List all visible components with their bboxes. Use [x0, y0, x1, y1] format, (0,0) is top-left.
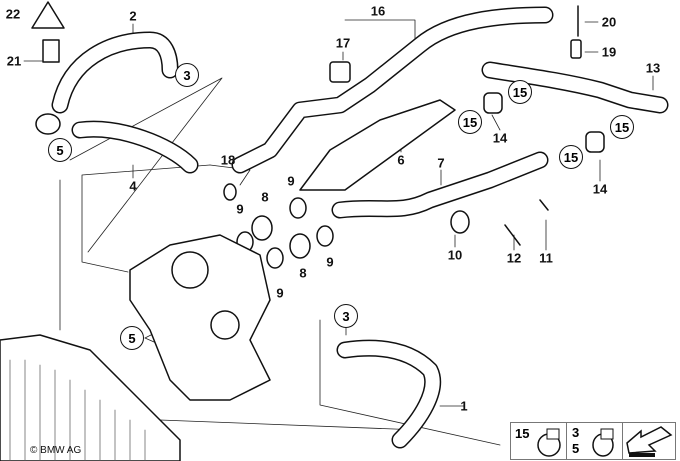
part-label-15-circled: 15	[610, 115, 634, 139]
part-label-9: 9	[326, 254, 334, 270]
legend-label: 5	[572, 441, 580, 456]
part-label-11: 11	[539, 250, 553, 266]
part-label-10: 10	[447, 247, 463, 263]
legend-clamp-15: 15	[511, 423, 567, 459]
part-label-13: 13	[645, 60, 661, 76]
part-label-9: 9	[276, 285, 284, 301]
legend-arrow	[623, 423, 675, 459]
part-label-15-circled: 15	[508, 80, 532, 104]
part-label-6: 6	[397, 152, 405, 168]
direction-arrow-icon	[626, 426, 673, 457]
part-label-14: 14	[492, 130, 508, 146]
part-label-22: 22	[5, 6, 21, 22]
hose-clamp-icon	[537, 428, 561, 457]
part-label-4: 4	[129, 178, 137, 194]
part-label-15-circled: 15	[559, 145, 583, 169]
part-label-16: 16	[370, 3, 386, 19]
part-label-5-circled: 5	[120, 326, 144, 350]
part-label-12: 12	[506, 250, 522, 266]
part-label-3-circled: 3	[334, 304, 358, 328]
clamp-legend: 15 3 5	[510, 422, 676, 460]
part-label-2: 2	[129, 8, 137, 24]
part-label-15-circled: 15	[458, 110, 482, 134]
part-label-14: 14	[592, 181, 608, 197]
part-label-19: 19	[601, 44, 617, 60]
copyright: © BMW AG	[30, 445, 82, 456]
part-label-1: 1	[460, 398, 468, 414]
part-label-9: 9	[287, 173, 295, 189]
hose-clamp-icon	[592, 428, 614, 457]
part-label-8: 8	[299, 265, 307, 281]
part-label-7: 7	[437, 155, 445, 171]
part-label-18: 18	[220, 152, 236, 168]
part-label-17: 17	[335, 35, 351, 51]
part-label-5-circled: 5	[48, 138, 72, 162]
part-label-21: 21	[6, 53, 22, 69]
part-label-9: 9	[236, 201, 244, 217]
part-label-3-circled: 3	[175, 63, 199, 87]
legend-label: 3	[572, 425, 580, 440]
part-label-8: 8	[261, 189, 269, 205]
legend-label: 15	[515, 426, 530, 441]
part-label-20: 20	[601, 14, 617, 30]
legend-clamp-3-5: 3 5	[567, 423, 623, 459]
